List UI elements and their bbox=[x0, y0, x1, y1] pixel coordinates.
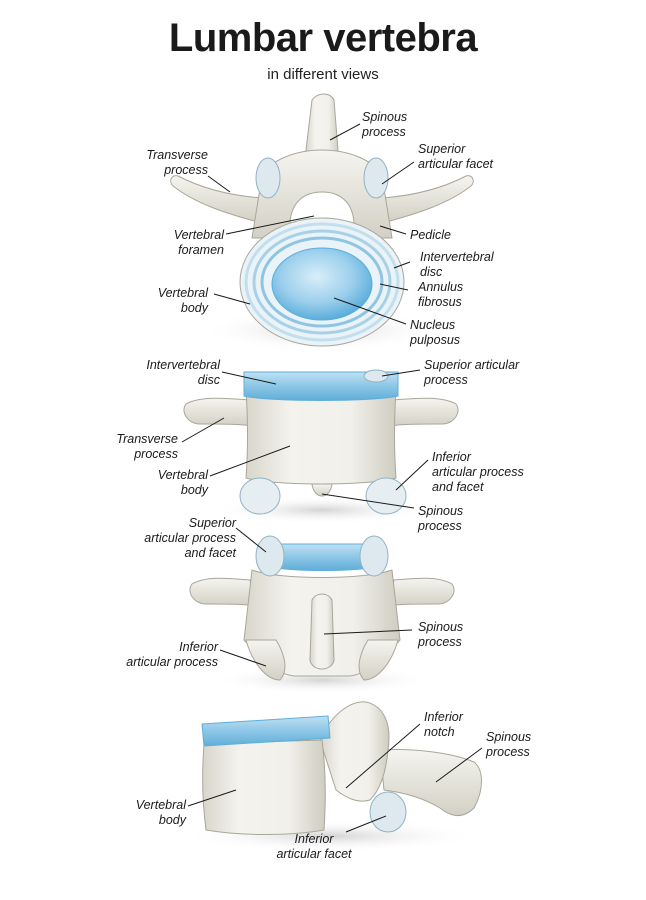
back-transverse-left bbox=[189, 577, 257, 607]
side-view bbox=[180, 701, 482, 852]
front-intervertebral-disc bbox=[243, 371, 399, 401]
transverse-process-right bbox=[381, 175, 474, 223]
leader-top-nucleus bbox=[333, 297, 407, 325]
front-transverse-left bbox=[183, 397, 253, 427]
leader-back-superior bbox=[235, 527, 267, 553]
leader-front-spinous bbox=[321, 493, 415, 509]
side-vertebral-body bbox=[202, 739, 326, 835]
leader-side-facet bbox=[345, 815, 387, 833]
front-vertebral-body bbox=[245, 389, 397, 485]
diagram-title: Lumbar vertebra bbox=[168, 16, 478, 60]
leader-top-superior-facet bbox=[381, 161, 415, 185]
annulus-ring-1 bbox=[244, 222, 400, 342]
leader-top-pedicle bbox=[379, 225, 407, 235]
superior-facet-left bbox=[255, 157, 281, 199]
leader-side-body bbox=[187, 789, 237, 807]
leader-front-inferior bbox=[395, 459, 429, 491]
front-view bbox=[183, 369, 459, 524]
leader-front-superior bbox=[381, 369, 421, 377]
annulus-ring-2 bbox=[252, 229, 392, 335]
back-spinous-process bbox=[309, 593, 335, 670]
back-transverse-right bbox=[387, 577, 455, 607]
side-arch bbox=[319, 701, 390, 802]
back-inferior-right bbox=[358, 639, 399, 681]
top-view bbox=[170, 93, 474, 352]
leader-top-foramen bbox=[225, 215, 315, 235]
superior-facet-right bbox=[363, 157, 389, 199]
transverse-process-left bbox=[170, 175, 263, 223]
leader-front-body bbox=[209, 445, 291, 477]
front-transverse-right bbox=[389, 397, 459, 427]
back-view bbox=[189, 535, 455, 694]
back-superior-facet-left bbox=[255, 535, 285, 577]
leader-back-spinous bbox=[323, 629, 413, 635]
diagram-subtitle: in different views bbox=[267, 66, 379, 83]
leader-top-annulus bbox=[379, 283, 409, 291]
leader-lines bbox=[181, 123, 483, 833]
side-disc bbox=[201, 715, 331, 747]
side-spinous-process bbox=[379, 749, 482, 816]
front-superior-process bbox=[363, 369, 389, 383]
front-inferior-process-right bbox=[365, 477, 407, 515]
front-inferior-process-left bbox=[239, 477, 281, 515]
leader-top-body bbox=[213, 293, 251, 305]
leader-top-spinous bbox=[329, 123, 361, 141]
label-top-pedicle: Pedicle bbox=[410, 228, 451, 242]
leader-side-spinous bbox=[435, 747, 483, 783]
leader-front-transverse bbox=[181, 417, 225, 443]
nucleus-pulposus bbox=[271, 247, 373, 321]
leader-front-disc bbox=[221, 371, 277, 385]
side-inferior-facet bbox=[369, 791, 407, 833]
back-inferior-left bbox=[245, 639, 286, 681]
leader-top-transverse bbox=[207, 175, 231, 193]
back-superior-facet-right bbox=[359, 535, 389, 577]
leader-side-notch bbox=[345, 723, 421, 789]
front-spinous-tip bbox=[311, 483, 333, 497]
leader-top-disc bbox=[393, 261, 411, 269]
leader-back-inferior bbox=[219, 649, 267, 667]
annulus-ring-3 bbox=[260, 236, 384, 328]
